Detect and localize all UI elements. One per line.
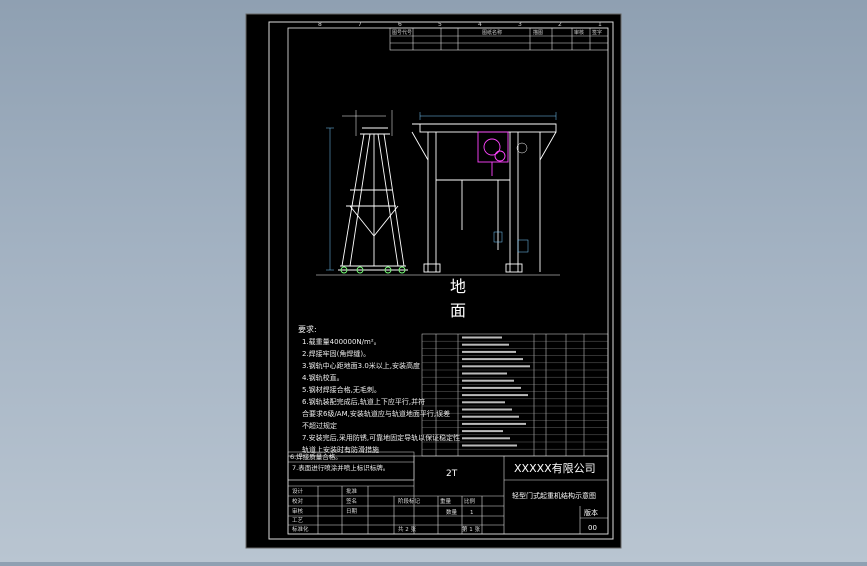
svg-text:1.载重量400000N/m²。: 1.载重量400000N/m²。 bbox=[302, 337, 381, 346]
sheet-code: 2T bbox=[446, 469, 458, 479]
parts-row-entry bbox=[462, 444, 517, 447]
parts-list-entries bbox=[462, 336, 530, 447]
svg-text:2: 2 bbox=[558, 21, 562, 28]
parts-row-entry bbox=[462, 336, 502, 339]
revision-label: 版本 bbox=[584, 508, 598, 517]
svg-text:4.钢轨校直。: 4.钢轨校直。 bbox=[302, 373, 344, 382]
svg-text:轨道上安装时有防滑措施: 轨道上安装时有防滑措施 bbox=[302, 445, 379, 454]
date-label: 日期 bbox=[346, 508, 358, 515]
outer-frame bbox=[268, 21, 614, 540]
svg-text:5.钢材焊接合格,无毛刺。: 5.钢材焊接合格,无毛刺。 bbox=[302, 385, 381, 394]
technical-notes: 要求: 1.载重量400000N/m²。 2.焊接牢固(角焊缝)。 3.钢轨中心… bbox=[298, 324, 460, 454]
signature-label: 签名 bbox=[346, 497, 357, 505]
parts-row-entry bbox=[462, 437, 510, 440]
parts-row-entry bbox=[462, 430, 503, 433]
parts-row-entry bbox=[462, 379, 514, 382]
role-4: 标准化 bbox=[292, 525, 309, 533]
svg-text:5: 5 bbox=[438, 21, 442, 28]
top-table-header-4: 签字 bbox=[592, 29, 602, 36]
side-view-dimensions bbox=[326, 127, 334, 271]
role-3: 工艺 bbox=[292, 517, 304, 524]
revision-value: 00 bbox=[588, 524, 597, 532]
parts-row-entry bbox=[462, 394, 528, 397]
ground-label-1: 地 bbox=[450, 277, 466, 296]
parts-row-entry bbox=[462, 386, 521, 389]
role-2: 审核 bbox=[292, 507, 304, 515]
company-name: XXXXX有限公司 bbox=[514, 461, 596, 475]
parts-row-entry bbox=[462, 350, 516, 353]
stage-label: 阶段标记 bbox=[398, 497, 421, 505]
svg-text:6: 6 bbox=[398, 21, 402, 28]
top-table-header-1: 图纸名称 bbox=[482, 29, 502, 36]
svg-text:7: 7 bbox=[358, 21, 362, 28]
parts-row-entry bbox=[462, 422, 526, 425]
quantity-label: 数量 bbox=[446, 508, 458, 516]
svg-text:4: 4 bbox=[478, 21, 482, 28]
scale-label: 比例 bbox=[464, 497, 476, 505]
parts-row-entry bbox=[462, 372, 507, 375]
sheet-total: 共 2 张 bbox=[398, 525, 416, 533]
svg-text:8: 8 bbox=[318, 21, 322, 28]
parts-row-entry bbox=[462, 408, 512, 411]
drawing-title: 轻型门式起重机结构示意图 bbox=[512, 491, 596, 500]
parts-row-entry bbox=[462, 343, 509, 346]
top-table-header-0: 图号代号 bbox=[392, 29, 412, 36]
border-numbers: 8 7 6 5 4 3 2 1 bbox=[318, 21, 602, 28]
top-table-header-3: 审核 bbox=[574, 29, 584, 36]
front-view-details bbox=[419, 112, 557, 253]
gantry-side-view bbox=[316, 110, 560, 276]
parts-list-rows bbox=[422, 341, 608, 450]
parts-row-entry bbox=[462, 415, 519, 418]
svg-text:2.焊接牢固(角焊缝)。: 2.焊接牢固(角焊缝)。 bbox=[302, 349, 370, 358]
top-table-header-2: 描图 bbox=[533, 29, 543, 36]
title-block bbox=[287, 455, 609, 535]
svg-text:1: 1 bbox=[598, 21, 602, 28]
svg-text:6.钢轨装配完成后,轨道上下应平行,并符: 6.钢轨装配完成后,轨道上下应平行,并符 bbox=[302, 397, 425, 406]
sheet-number: 第 1 张 bbox=[462, 525, 480, 533]
scale-value: 1 bbox=[470, 510, 474, 516]
hoist-trolley bbox=[477, 131, 509, 176]
role-1: 校对 bbox=[292, 497, 304, 505]
svg-text:要求:: 要求: bbox=[298, 324, 317, 334]
svg-text:3: 3 bbox=[518, 21, 522, 28]
parts-row-entry bbox=[462, 358, 523, 361]
drawing-sheet bbox=[245, 13, 622, 549]
role-5: 批准 bbox=[346, 487, 358, 495]
weight-label: 重量 bbox=[440, 497, 452, 505]
top-right-table bbox=[389, 27, 609, 51]
parts-row-entry bbox=[462, 365, 530, 368]
svg-text:不超过规定: 不超过规定 bbox=[302, 421, 337, 430]
svg-text:7.安装完后,采用防锈,可靠地固定导轨以保证稳定性: 7.安装完后,采用防锈,可靠地固定导轨以保证稳定性 bbox=[302, 433, 460, 442]
svg-text:7.表面进行喷涂并喷上标识标牌。: 7.表面进行喷涂并喷上标识标牌。 bbox=[292, 463, 389, 472]
gantry-front-view bbox=[411, 123, 557, 273]
ground-label-2: 面 bbox=[450, 301, 466, 320]
svg-text:3.钢轨中心距地面3.0米以上,安装高度: 3.钢轨中心距地面3.0米以上,安装高度 bbox=[302, 361, 420, 370]
svg-text:6.焊接质量合格。: 6.焊接质量合格。 bbox=[290, 452, 342, 461]
parts-row-entry bbox=[462, 401, 505, 404]
role-0: 设计 bbox=[292, 487, 304, 495]
side-view-wheels bbox=[340, 266, 406, 274]
svg-text:合要求6级/AM,安装轨道应与轨道地面平行,误差: 合要求6级/AM,安装轨道应与轨道地面平行,误差 bbox=[302, 409, 450, 418]
